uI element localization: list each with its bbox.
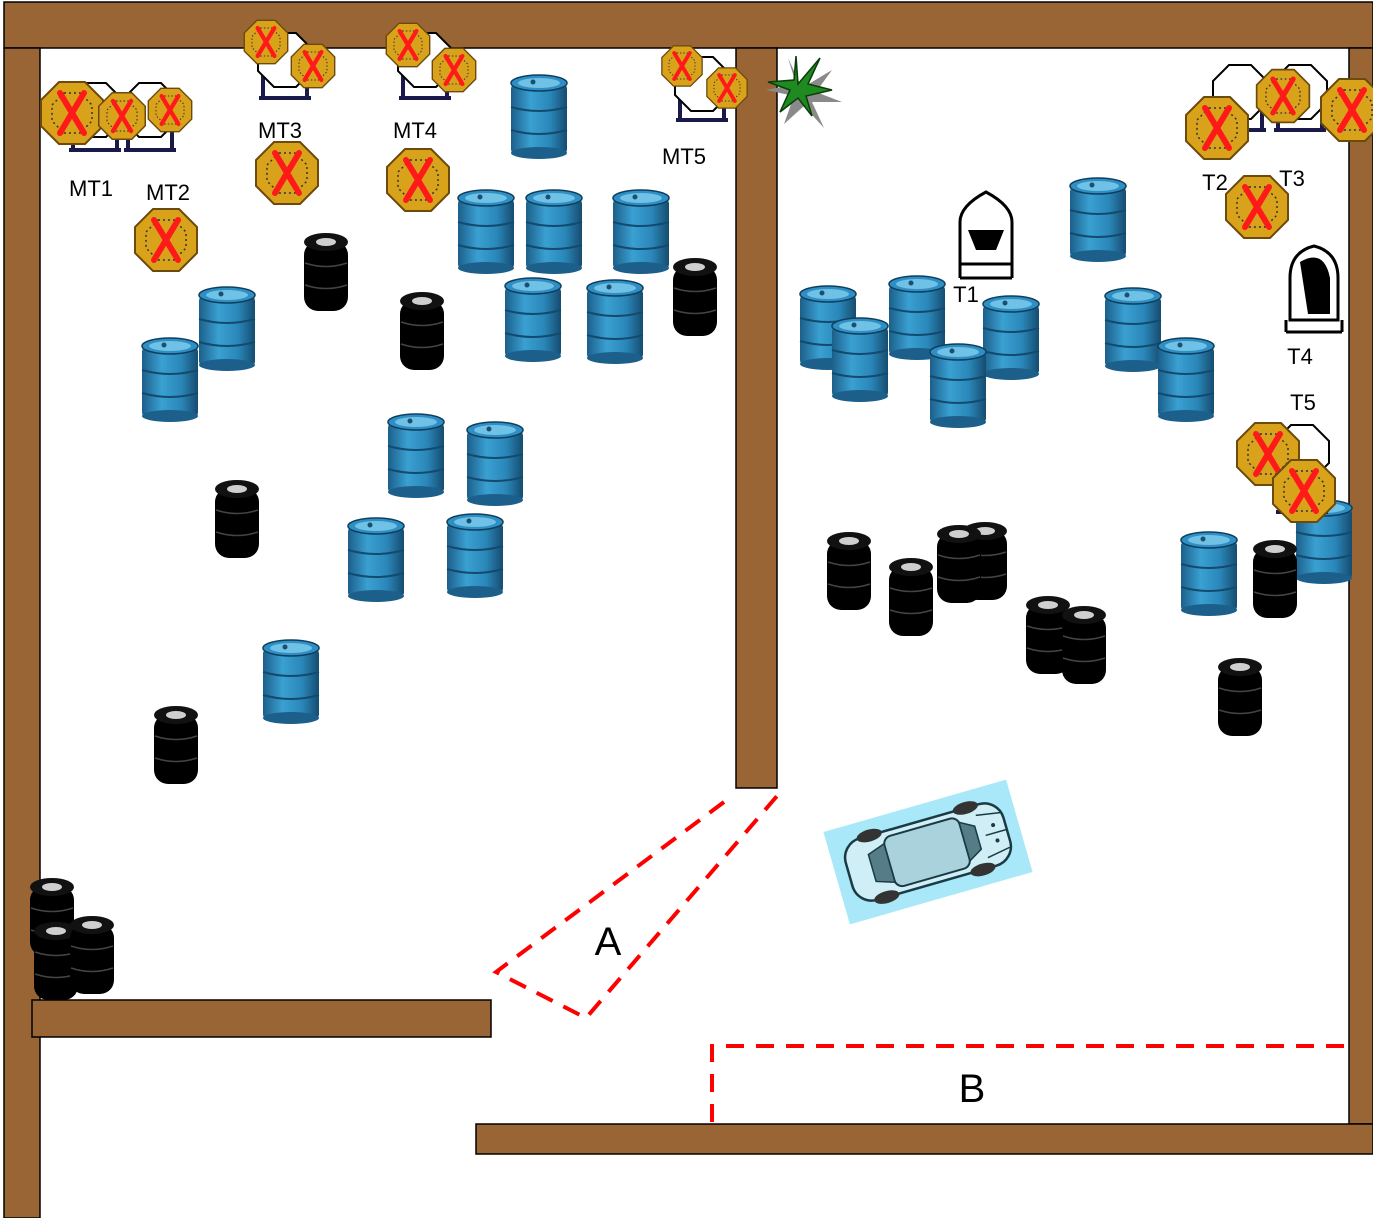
tire-stack-icon bbox=[154, 706, 198, 784]
tire-stack-icon bbox=[673, 258, 717, 336]
blue-barrel-icon bbox=[526, 190, 582, 274]
red-x-icon bbox=[432, 48, 475, 91]
label-mt2: MT2 bbox=[146, 180, 190, 205]
target-t1: T1 bbox=[953, 192, 1012, 307]
target-group-t5: T5 bbox=[1237, 390, 1335, 522]
red-x-icon bbox=[1186, 97, 1248, 159]
red-x-icon bbox=[1257, 70, 1310, 123]
label-t1: T1 bbox=[953, 282, 979, 307]
blue-barrel-icon bbox=[142, 338, 198, 422]
tire-stack-icon bbox=[400, 292, 444, 370]
zone-a-boundary bbox=[496, 796, 777, 1018]
blue-barrel-icon bbox=[467, 422, 523, 506]
red-x-icon bbox=[1273, 460, 1335, 522]
tire-stack-icon bbox=[215, 480, 259, 558]
target-group-t2-t3: T2 T3 bbox=[1186, 65, 1373, 238]
blue-barrel-icon bbox=[1070, 178, 1126, 262]
label-t3: T3 bbox=[1279, 166, 1305, 191]
blue-barrel-icon bbox=[505, 278, 561, 362]
label-t4: T4 bbox=[1287, 344, 1313, 369]
red-x-icon bbox=[707, 68, 747, 108]
zone-b-label: B bbox=[959, 1067, 986, 1111]
red-x-icon bbox=[99, 93, 146, 140]
blue-barrel-icon bbox=[348, 518, 404, 602]
target-group-mt4: MT4 bbox=[386, 23, 475, 211]
red-x-icon bbox=[135, 209, 197, 271]
tire-stack-icon bbox=[304, 233, 348, 311]
red-x-icon bbox=[291, 44, 334, 87]
label-t2: T2 bbox=[1202, 170, 1228, 195]
blue-barrel-icon bbox=[1158, 338, 1214, 422]
blue-barrel-icon bbox=[511, 75, 567, 159]
tire-stack-icon bbox=[1062, 606, 1106, 684]
red-x-icon bbox=[386, 23, 429, 66]
label-t5: T5 bbox=[1290, 390, 1316, 415]
target-group-mt3: MT3 bbox=[244, 20, 334, 204]
blue-barrel-icon bbox=[199, 287, 255, 371]
lower-left-wall bbox=[32, 1000, 491, 1037]
blue-barrel-icon bbox=[458, 190, 514, 274]
blue-barrel-icon bbox=[1181, 532, 1237, 616]
zone-b-boundary bbox=[712, 1046, 1349, 1122]
zone-a: A bbox=[496, 796, 777, 1018]
blue-barrel-icon bbox=[263, 640, 319, 724]
blue-barrel-icon bbox=[832, 318, 888, 402]
tire-stack-icon bbox=[1253, 540, 1297, 618]
tire-stack-icon bbox=[889, 558, 933, 636]
car-icon bbox=[823, 780, 1032, 925]
blue-barrel-icon bbox=[447, 514, 503, 598]
zone-a-label: A bbox=[595, 920, 622, 964]
target-group-mt5: MT5 bbox=[662, 46, 747, 169]
label-mt4: MT4 bbox=[393, 118, 437, 143]
tire-stack-icon bbox=[937, 525, 981, 603]
label-mt5: MT5 bbox=[662, 144, 706, 169]
red-x-icon bbox=[387, 149, 449, 211]
tire-stack-icon bbox=[70, 916, 114, 994]
zone-b: B bbox=[712, 1046, 1349, 1122]
blue-barrel-icon bbox=[587, 280, 643, 364]
top-wall bbox=[4, 2, 1373, 48]
right-wall bbox=[1349, 48, 1373, 1124]
blue-barrel-icon bbox=[983, 296, 1039, 380]
tire-stack-icon bbox=[827, 532, 871, 610]
blue-barrel-icon bbox=[613, 190, 669, 274]
walls bbox=[4, 2, 1373, 1218]
red-x-icon bbox=[244, 20, 287, 63]
label-mt3: MT3 bbox=[258, 118, 302, 143]
center-divider-wall bbox=[736, 48, 777, 788]
red-x-icon bbox=[41, 82, 103, 144]
left-wall bbox=[4, 48, 40, 1218]
red-x-icon bbox=[1321, 79, 1373, 141]
red-x-icon bbox=[256, 142, 318, 204]
tire-stack-icon bbox=[1218, 658, 1262, 736]
blue-barrel-icon bbox=[1105, 288, 1161, 372]
target-t4: T4 bbox=[1286, 246, 1342, 369]
blue-barrel-icon bbox=[388, 414, 444, 498]
label-mt1: MT1 bbox=[69, 176, 113, 201]
bottom-wall bbox=[476, 1124, 1373, 1154]
target-mt2: MT2 bbox=[135, 180, 197, 271]
red-x-icon bbox=[148, 88, 191, 131]
red-x-icon bbox=[662, 46, 702, 86]
blue-barrel-icon bbox=[930, 344, 986, 428]
